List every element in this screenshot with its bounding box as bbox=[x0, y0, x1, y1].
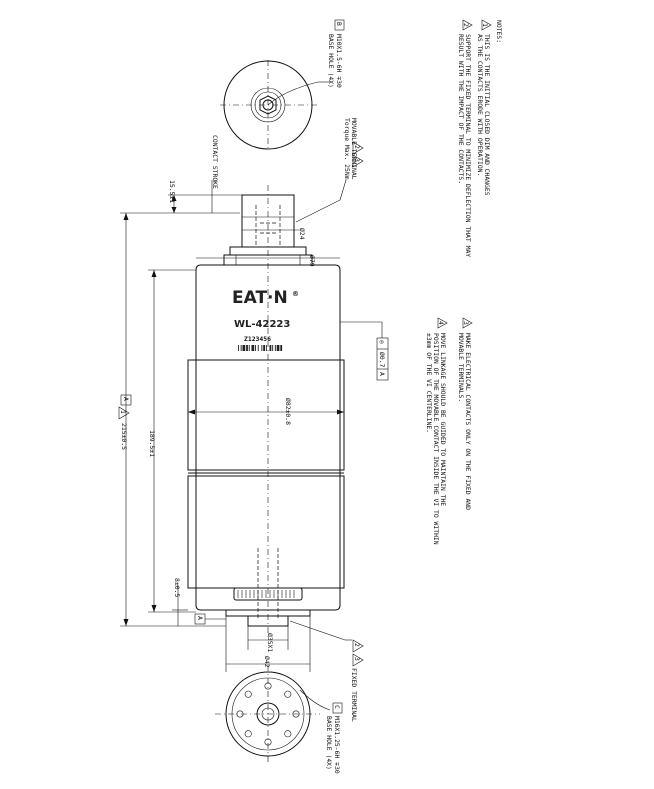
movable-terminal-callout: 2 3 MOVABLE TERMINAL Torque Max. 25Nm bbox=[295, 118, 364, 223]
tolerance-symbol: ◎ bbox=[378, 340, 386, 344]
datum-b-spec: M10X1.5-6H ∓30 bbox=[335, 34, 343, 88]
movable-terminal-torque: Torque Max. 25Nm bbox=[343, 118, 351, 180]
note-2-flag-icon bbox=[462, 19, 473, 31]
datum-b-desc: BASE HOLE (4X) bbox=[327, 34, 335, 88]
datum-b-letter: B bbox=[335, 22, 343, 26]
note-3-line-2: MOVABLE TERMINALS. bbox=[457, 333, 465, 402]
datum-a-letter: A bbox=[196, 616, 204, 620]
fixed-terminal-callout: 2 3 FIXED TERMINAL bbox=[289, 620, 364, 722]
dim-stroke-text: 15.5±1 bbox=[168, 180, 176, 203]
tolerance-frame-box bbox=[376, 337, 389, 381]
tolerance-value: Ø0.7 bbox=[378, 352, 386, 368]
datum-c-box bbox=[332, 702, 343, 714]
note-3: 3 MAKE ELECTRICAL CONTACTS ONLY ON THE F… bbox=[457, 317, 473, 510]
svg-text:1: 1 bbox=[119, 410, 127, 414]
svg-text:2: 2 bbox=[353, 643, 361, 647]
svg-text:2: 2 bbox=[462, 23, 470, 27]
brand-logo: EAT·N bbox=[232, 288, 288, 308]
fixed-stud bbox=[247, 615, 289, 627]
fixed-end-ring bbox=[233, 587, 303, 601]
tolerance-frame: ◎ Ø0.7 A bbox=[340, 321, 389, 381]
registered-mark: ® bbox=[292, 290, 299, 298]
svg-text:3: 3 bbox=[353, 158, 361, 162]
dim-fixed-base-dia: Ø42 bbox=[263, 656, 271, 668]
svg-text:4: 4 bbox=[437, 321, 445, 325]
contact-stroke-label: CONTACT STROKE bbox=[211, 135, 219, 189]
dim-body-text: 189.5±1 bbox=[148, 430, 156, 457]
svg-text:3: 3 bbox=[462, 321, 470, 325]
svg-text:A: A bbox=[122, 397, 130, 401]
note-4: 4 MOVE LINKAGE SHOULD BE GUIDED TO MAINT… bbox=[425, 317, 448, 545]
note-3-line-1: MAKE ELECTRICAL CONTACTS ONLY ON THE FIX… bbox=[464, 333, 472, 510]
barcode bbox=[238, 345, 283, 351]
note-4-line-3: ±3mm OF THE VI CENTERLINE. bbox=[425, 333, 433, 433]
note-4-line-1: MOVE LINKAGE SHOULD BE GUIDED TO MAINTAI… bbox=[439, 333, 447, 506]
ceramic-band-lower bbox=[187, 475, 345, 589]
svg-text:1: 1 bbox=[481, 23, 489, 27]
note-2-line-2: RESULT WITH THE IMPACT OF THE CONTACTS. bbox=[457, 34, 465, 184]
top-end-view bbox=[220, 60, 330, 150]
datum-c-spec: M16X1.25-6H ∓30 bbox=[333, 716, 341, 774]
fixed-flag-2-icon bbox=[352, 653, 364, 667]
svg-text:3: 3 bbox=[353, 657, 361, 661]
note-4-flag-icon bbox=[437, 317, 448, 329]
datum-c-desc: BASE HOLE (4X) bbox=[325, 716, 333, 770]
note-2-line-1: SUPPORT THE FIXED TERMINAL TO MINIMIZE D… bbox=[464, 34, 472, 257]
interrupter-side-view: EAT·N ® WL-42223 Z123456 bbox=[187, 185, 345, 640]
dimensions: A 1 215±0.5 189.5±1 15.5±1 CONTACT STROK… bbox=[118, 135, 344, 672]
note-3-flag-icon bbox=[462, 317, 473, 329]
model-number: WL-42223 bbox=[234, 319, 290, 330]
movable-flag-2-icon bbox=[352, 154, 364, 168]
dim-overall-flag-icon bbox=[118, 406, 130, 420]
bottom-end-view bbox=[215, 665, 331, 765]
datum-b-callout: B M10X1.5-6H ∓30 BASE HOLE (4X) bbox=[327, 19, 345, 88]
notes-heading: NOTES: bbox=[495, 20, 503, 43]
datum-c-callout: C M16X1.25-6H ∓30 BASE HOLE (4X) bbox=[325, 702, 343, 774]
movable-terminal-title: MOVABLE TERMINAL bbox=[350, 118, 358, 180]
dim-body-dia: Ø82±0.8 bbox=[284, 398, 292, 425]
interrupter-body bbox=[195, 264, 341, 611]
movable-flag-1-icon bbox=[352, 141, 364, 155]
notes-block: NOTES: 1 THIS IS THE INITIAL CLOSED DIM … bbox=[425, 19, 503, 545]
svg-text:2: 2 bbox=[353, 145, 361, 149]
note-2: 2 SUPPORT THE FIXED TERMINAL TO MINIMIZE… bbox=[457, 19, 473, 257]
note-1-line-1: THIS IS THE INITIAL CLOSED DIM AND CHANG… bbox=[483, 34, 491, 196]
note-1: 1 THIS IS THE INITIAL CLOSED DIM AND CHA… bbox=[476, 19, 492, 196]
datum-c-letter: C bbox=[333, 705, 341, 709]
ceramic-band-upper bbox=[187, 359, 345, 471]
fixed-terminal-title: FIXED TERMINAL bbox=[350, 668, 358, 722]
dim-base-text: 8±0.5 bbox=[173, 578, 181, 597]
note-1-flag-icon bbox=[481, 19, 492, 31]
dim-stem-dia: Ø24 bbox=[298, 228, 306, 240]
dim-overall-text: 215±0.5 bbox=[120, 423, 128, 450]
dim-fixed-stud-dia: Ø35X1 bbox=[266, 633, 274, 652]
dim-flange-dia: Ø79 bbox=[308, 255, 316, 267]
dim-overall-ref-box bbox=[120, 394, 132, 406]
note-4-line-2: POSITION OF THE MOVABLE CONTACT INSIDE T… bbox=[432, 333, 440, 545]
tolerance-datum: A bbox=[378, 372, 386, 376]
fixed-flag-1-icon bbox=[352, 639, 364, 653]
serial-number: Z123456 bbox=[244, 335, 271, 343]
datum-b-box bbox=[334, 19, 345, 31]
note-1-line-2: AS THE CONTACTS ERODE WITH OPERATION. bbox=[476, 34, 484, 176]
